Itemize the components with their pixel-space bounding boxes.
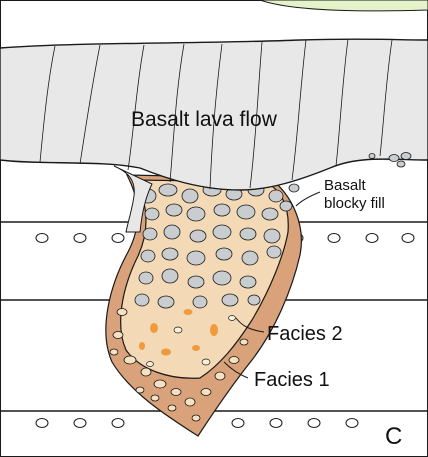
label-blocky-fill-line1: Basalt — [324, 177, 367, 194]
label-blocky-fill-line2: blocky fill — [324, 195, 385, 212]
label-facies-2: Facies 2 — [267, 323, 343, 345]
label-lava-flow: Basalt lava flow — [131, 108, 278, 131]
label-facies-1: Facies 1 — [254, 369, 330, 391]
panel-letter: C — [385, 423, 402, 450]
